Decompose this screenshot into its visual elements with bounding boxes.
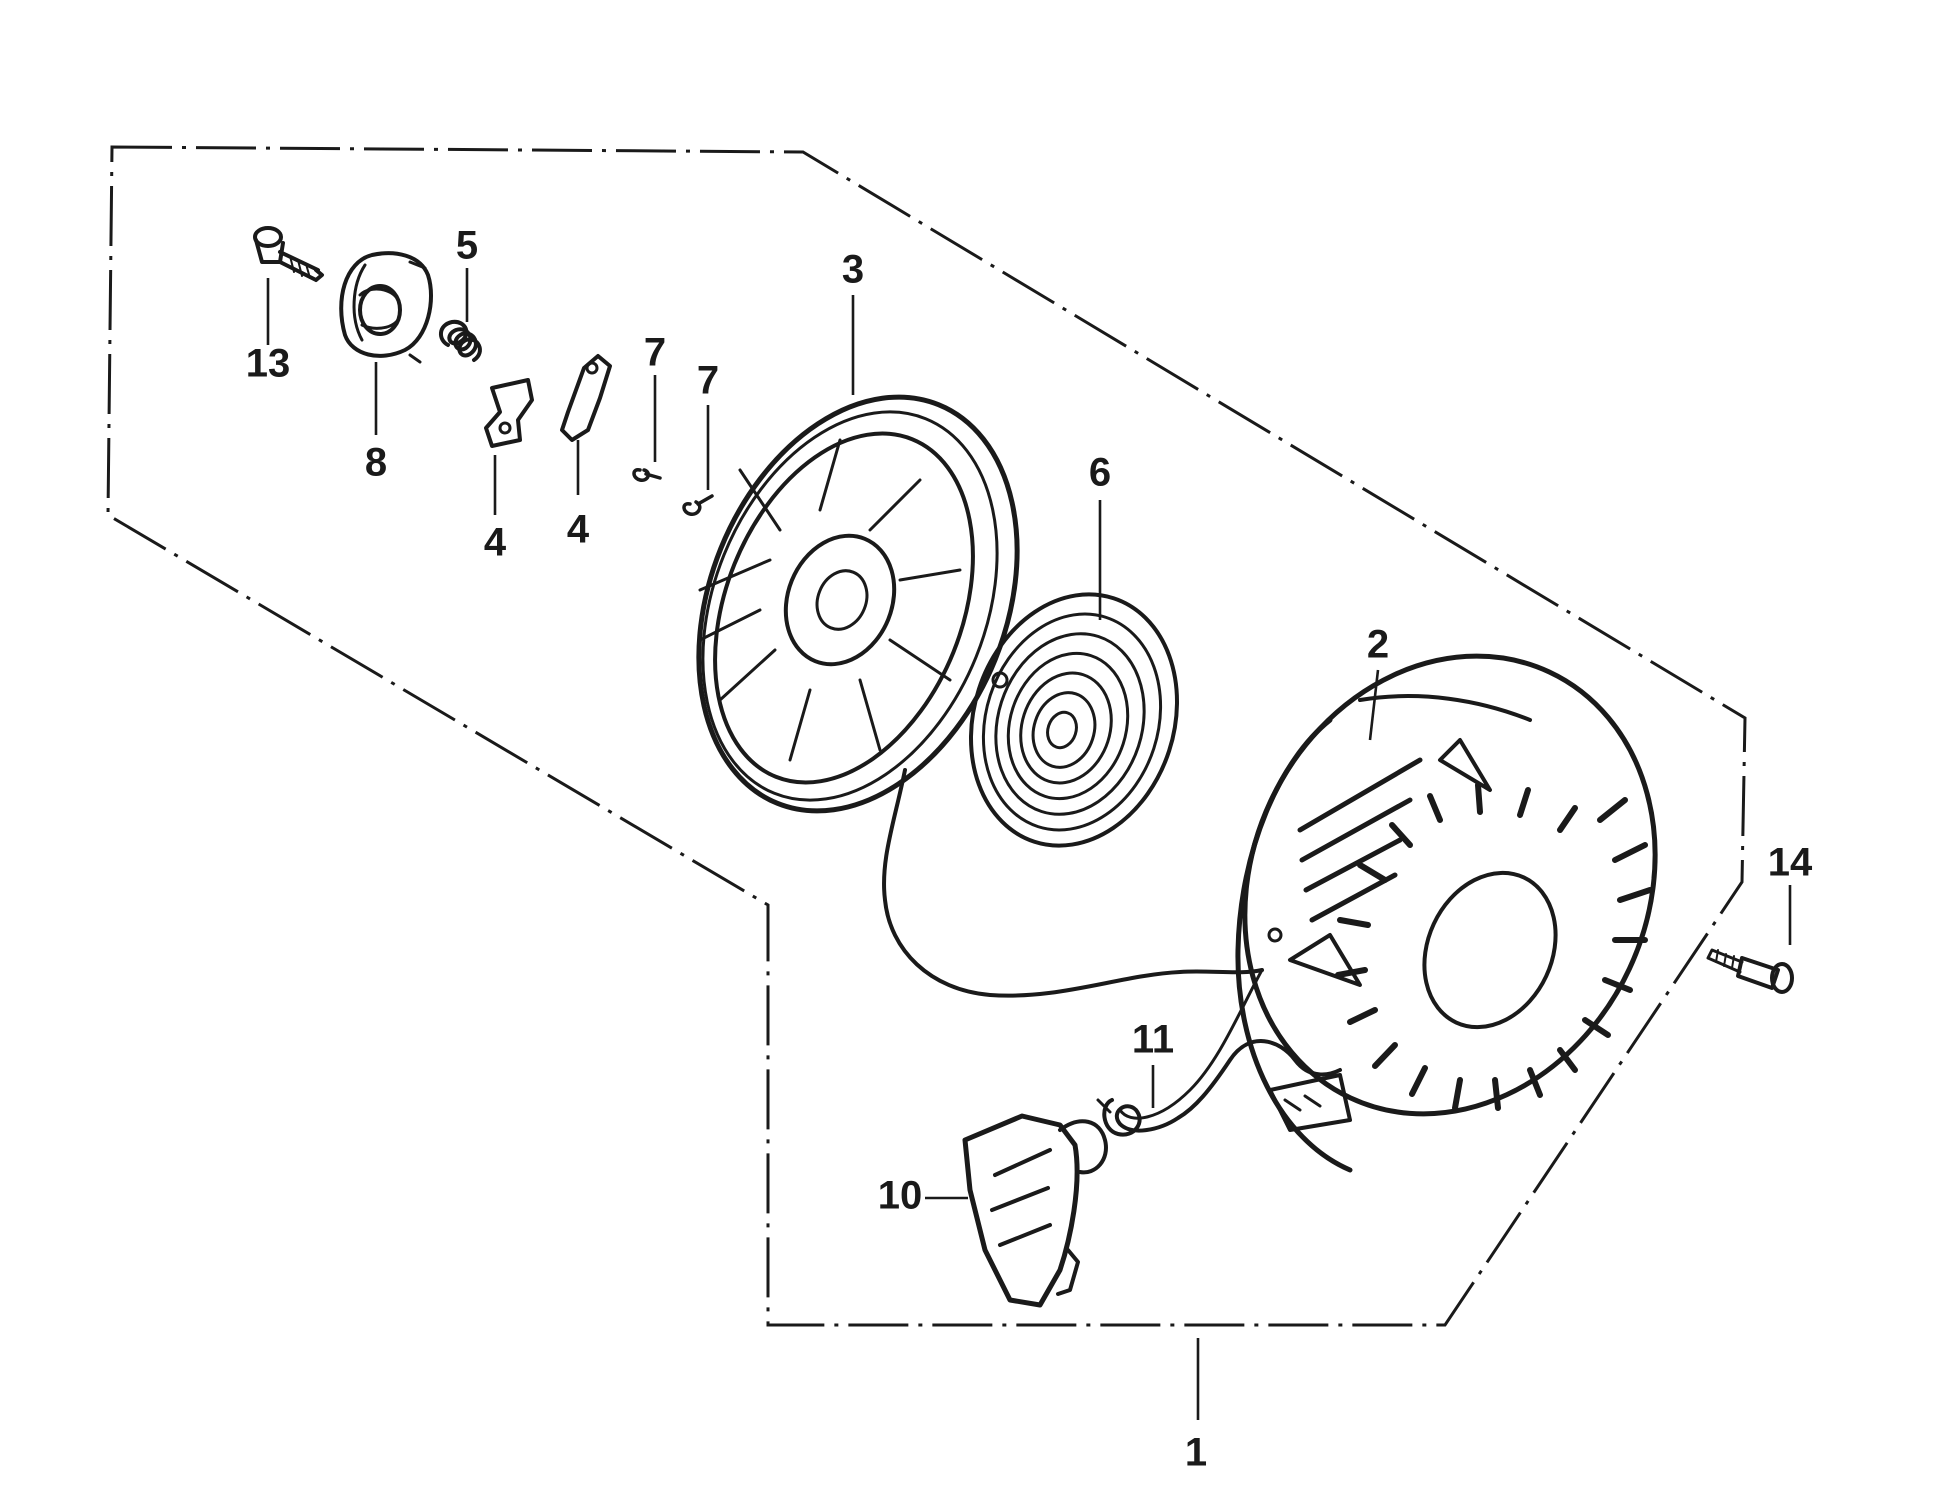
assembly-boundary <box>106 145 1747 1327</box>
part-8-ratchet-guide <box>339 251 433 364</box>
callout-8: 8 <box>365 441 387 485</box>
callout-11: 11 <box>1132 1018 1174 1062</box>
part-4-ratchet-right <box>560 354 612 442</box>
callout-4b: 4 <box>567 508 590 552</box>
callout-7a: 7 <box>644 331 666 375</box>
leader-2 <box>1368 669 1380 741</box>
starter-rope <box>882 768 1264 998</box>
part-6-recoil-spring <box>968 592 1180 848</box>
part-3-reel <box>696 394 1020 814</box>
part-13-bolt <box>253 226 324 282</box>
callout-5: 5 <box>456 224 478 268</box>
callout-7b: 7 <box>697 359 719 403</box>
callout-3: 3 <box>842 248 864 292</box>
part-2-starter-case <box>1235 653 1658 1173</box>
callout-6: 6 <box>1089 451 1111 495</box>
part-11-rope-knot <box>1096 1039 1342 1137</box>
callout-14: 14 <box>1768 841 1813 885</box>
callout-2: 2 <box>1367 623 1389 667</box>
callout-4a: 4 <box>484 521 507 565</box>
callout-13: 13 <box>246 342 291 386</box>
part-5-spring <box>439 319 482 362</box>
callout-10: 10 <box>878 1174 923 1218</box>
part-10-grip <box>962 1113 1108 1308</box>
part-4-ratchet-left <box>484 378 534 448</box>
part-14-screw <box>1706 948 1794 994</box>
part-7-clips <box>632 468 714 516</box>
callout-1: 1 <box>1185 1431 1207 1475</box>
